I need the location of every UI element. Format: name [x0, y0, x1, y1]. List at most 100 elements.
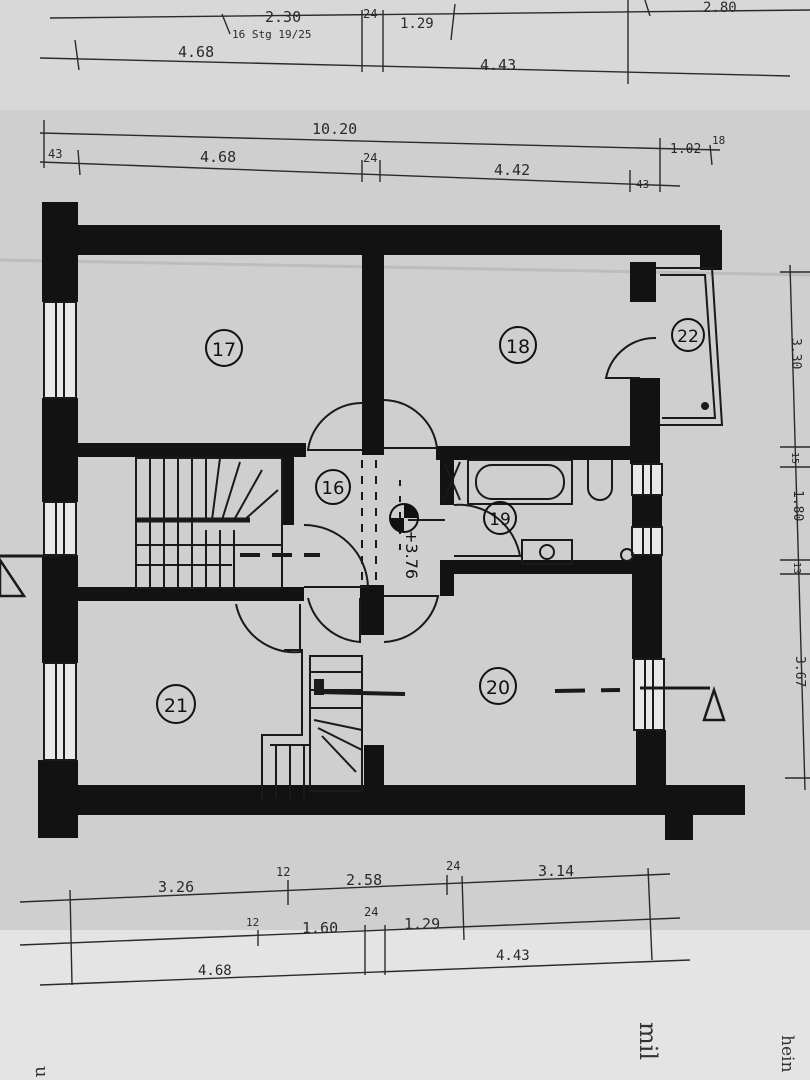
- svg-text:18: 18: [712, 134, 725, 147]
- wall-right-bottom: [636, 730, 666, 800]
- washer-drum: [539, 544, 555, 560]
- svg-text:3.30: 3.30: [788, 338, 803, 369]
- room-19-label: 19: [483, 501, 517, 535]
- svg-text:10.20: 10.20: [312, 120, 357, 138]
- staircase-upper: [135, 457, 283, 589]
- svg-text:1.02: 1.02: [670, 142, 701, 157]
- wall-bottom: [70, 785, 745, 815]
- wall-top-right-stub: [700, 230, 722, 270]
- room-22-label: 22: [671, 318, 705, 352]
- svg-text:4.42: 4.42: [494, 161, 530, 179]
- dim-text-top-previous: 2.30 24 1.29 2.80 16 Stg 19/25 4.68 4.43: [178, 0, 737, 74]
- lower-sheet: [0, 930, 810, 1080]
- door-swing-closet: [604, 336, 657, 379]
- svg-text:2.80: 2.80: [703, 0, 737, 16]
- bathtub: [467, 459, 573, 505]
- wall-right-mid: [632, 495, 662, 527]
- wall-top: [70, 225, 720, 255]
- dimension-lines-right: [780, 264, 810, 791]
- svg-text:21: 21: [164, 695, 188, 717]
- svg-text:17: 17: [212, 339, 236, 361]
- paper-fold: [0, 258, 810, 277]
- dim-text-right: 3.30 15 1.80 13 3.67: [788, 338, 807, 687]
- svg-text:12: 12: [246, 916, 259, 929]
- svg-text:1.80: 1.80: [790, 490, 805, 521]
- svg-text:1.29: 1.29: [400, 16, 434, 32]
- svg-text:1.60: 1.60: [302, 919, 338, 937]
- svg-text:15: 15: [789, 452, 800, 464]
- section-marker-left: [0, 557, 27, 598]
- svg-text:12: 12: [276, 865, 290, 879]
- sink-drain: [620, 548, 634, 562]
- wall-room21-top: [78, 587, 304, 601]
- windows-left: [43, 301, 77, 761]
- door-swing-bath: [453, 503, 522, 557]
- room-17-label: 17: [205, 329, 243, 367]
- svg-text:2.30: 2.30: [265, 8, 301, 26]
- svg-text:4.68: 4.68: [200, 148, 236, 166]
- section-markers: [0, 554, 726, 722]
- svg-text:20: 20: [486, 677, 510, 699]
- svg-text:22: 22: [677, 327, 699, 347]
- wall-bath-left-lower: [440, 560, 454, 596]
- elevation-marker: [389, 503, 419, 533]
- svg-text:19: 19: [489, 510, 511, 530]
- toilet: [587, 460, 613, 501]
- dim-text-bottom: 3.26 12 2.58 24 3.14 12 1.60 24 1.29 4.6…: [158, 859, 574, 979]
- room-18-label: 18: [499, 326, 537, 364]
- svg-text:24: 24: [446, 859, 460, 873]
- svg-text:4.68: 4.68: [198, 963, 232, 979]
- closet-22-outline: [655, 267, 724, 426]
- svg-text:4.43: 4.43: [496, 948, 530, 964]
- dimension-lines-top-previous: [39, 0, 810, 84]
- door-swing-room21-hall: [307, 597, 361, 644]
- washing-machine: [521, 539, 573, 565]
- svg-text:3.26: 3.26: [158, 878, 194, 896]
- elevation-label: +3.76: [402, 530, 421, 579]
- bathroom-fixtures: [443, 459, 634, 565]
- svg-text:16: 16: [322, 478, 345, 499]
- door-swing-room18: [383, 399, 439, 449]
- previous-page-strip: [0, 0, 810, 110]
- bathtub-inner: [475, 464, 565, 500]
- wall-left-lower: [42, 555, 78, 663]
- wall-bottom-right-stub: [665, 800, 693, 840]
- svg-text:13: 13: [791, 562, 802, 574]
- wall-left-upper: [42, 202, 78, 302]
- wall-stair-right: [282, 455, 294, 525]
- walls: [38, 202, 745, 840]
- door-swing-hall-stair: [303, 524, 370, 588]
- door-swing-room21: [235, 603, 301, 654]
- wall-center-lower-top: [360, 585, 384, 635]
- room-labels: 17 18 16 19 20 21 22: [156, 318, 705, 724]
- staircase-lower: [261, 649, 406, 800]
- margin-text: mil hein u: [31, 1022, 797, 1078]
- wall-center-upper: [362, 255, 384, 455]
- wall-room17-bottom: [78, 443, 306, 457]
- dimension-lines-bottom: [19, 867, 691, 986]
- svg-text:1.29: 1.29: [404, 915, 440, 933]
- svg-text:24: 24: [363, 7, 377, 21]
- svg-text:24: 24: [364, 905, 378, 919]
- room-20-label: 20: [479, 667, 517, 705]
- dimension-lines-top: [39, 120, 721, 192]
- svg-text:3.14: 3.14: [538, 862, 574, 880]
- windows-right: [631, 463, 665, 731]
- wall-bath-top: [436, 446, 646, 460]
- door-swing-room17: [306, 402, 363, 451]
- svg-text:2.58: 2.58: [346, 871, 382, 889]
- wall-right-top: [630, 262, 656, 302]
- svg-text:43: 43: [636, 178, 649, 191]
- wall-bath-bottom: [440, 560, 640, 574]
- wall-center-lower-bottom: [364, 745, 384, 793]
- door-swing-room20: [383, 595, 440, 643]
- wall-left-mid: [42, 398, 78, 502]
- svg-text:16 Stg 19/25: 16 Stg 19/25: [232, 28, 311, 41]
- room-21-label: 21: [156, 684, 196, 724]
- svg-text:hein: hein: [777, 1035, 797, 1072]
- door-swings: [235, 336, 657, 654]
- svg-text:43: 43: [48, 147, 62, 161]
- dim-text-top: 10.20 43 4.68 24 4.42 43 1.02 18: [48, 120, 725, 191]
- hall-markers: [240, 460, 621, 693]
